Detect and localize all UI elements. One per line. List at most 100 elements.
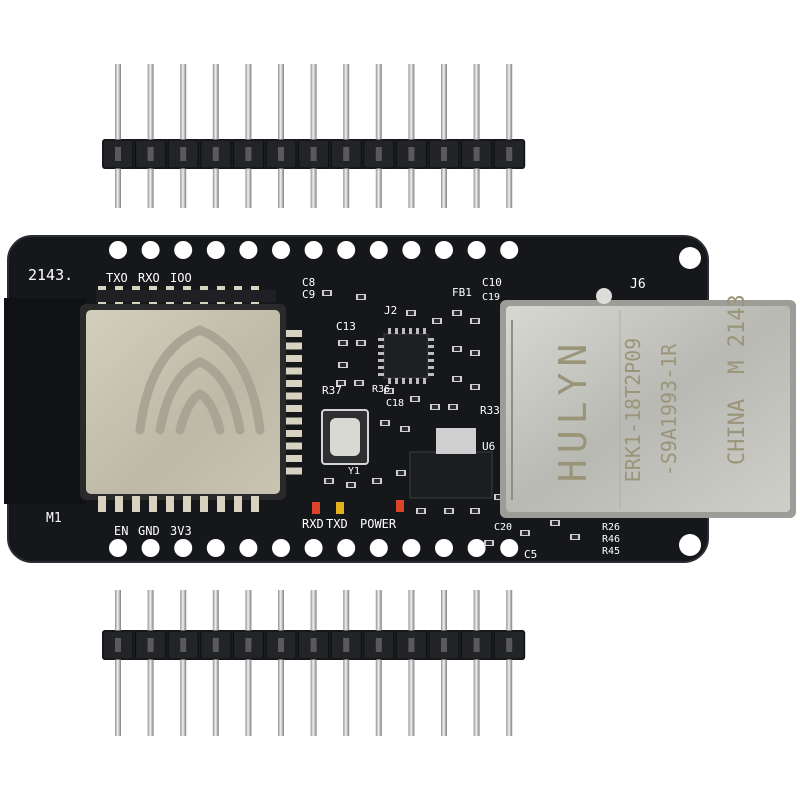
smd-body — [572, 535, 578, 539]
module-pad — [132, 496, 140, 512]
silk-r33: R33 — [480, 404, 500, 417]
header-pin-through — [245, 638, 252, 652]
pcb-board: HULYN ERK1-18T2P09 -S9A1993-1R CHINA M 2… — [4, 235, 796, 563]
voltage-regulator — [409, 451, 493, 499]
rj45-origin: CHINA — [725, 399, 750, 465]
header-pin-through — [343, 147, 350, 161]
header-pin-through — [310, 147, 317, 161]
smd-body — [412, 397, 418, 401]
ic-pin — [395, 328, 398, 334]
component-area — [312, 290, 580, 546]
smd-body — [472, 351, 478, 355]
module-pad — [234, 496, 242, 512]
silk-c9: C9 — [302, 288, 315, 301]
ic-pin — [402, 378, 405, 384]
ic-pin — [416, 378, 419, 384]
smd-body — [522, 531, 528, 535]
silk-r46: R46 — [602, 534, 620, 545]
solder-pad — [467, 241, 486, 259]
ic-pin — [378, 373, 384, 376]
led-power — [396, 500, 404, 512]
smd-body — [454, 377, 460, 381]
ic-pin — [416, 328, 419, 334]
smd-body — [496, 495, 502, 499]
smd-body — [348, 483, 354, 487]
solder-pad — [369, 241, 388, 259]
silk-j2: J2 — [384, 304, 397, 317]
module-pad — [286, 355, 302, 362]
silk-txo: TXO — [106, 271, 128, 285]
module-pad — [115, 496, 123, 512]
silk-c8: C8 — [302, 276, 315, 289]
header-pin — [180, 590, 187, 736]
smd-body — [472, 509, 478, 513]
header-pin — [115, 590, 121, 736]
module-pad — [286, 455, 302, 462]
smd-body — [432, 405, 438, 409]
module-pad — [286, 367, 302, 375]
solder-pad — [467, 539, 486, 557]
header-pin-through — [245, 147, 252, 161]
pad-row-bottom — [109, 539, 519, 557]
silk-r45: R45 — [602, 546, 620, 557]
ic-pin — [388, 378, 391, 384]
silk-r36: R36 — [372, 384, 390, 395]
mounting-hole — [679, 247, 701, 269]
header-pin — [278, 590, 284, 736]
silk-c5: C5 — [524, 548, 537, 561]
solder-pad — [435, 241, 453, 259]
solder-pad — [206, 241, 225, 259]
smd-body — [374, 479, 380, 483]
header-pin-through — [278, 147, 284, 161]
header-pin-through — [115, 147, 121, 161]
module-pad — [166, 496, 174, 512]
smd-body — [418, 509, 424, 513]
smd-body — [402, 427, 408, 431]
header-pin-through — [115, 638, 121, 652]
header-pin-through — [375, 638, 382, 652]
smd-body — [324, 291, 330, 295]
header-pin — [506, 64, 513, 208]
solder-pad — [304, 539, 323, 557]
header-pin-through — [147, 638, 154, 652]
silk-c13: C13 — [336, 320, 356, 333]
silk-en: EN — [114, 524, 128, 538]
ic-pin — [378, 352, 384, 355]
module-pad — [286, 442, 302, 450]
header-pin-through — [278, 638, 284, 652]
module-pad — [183, 496, 191, 512]
header-pin-through — [506, 147, 513, 161]
header-pin-through — [441, 638, 447, 652]
solder-pad — [435, 539, 453, 557]
silk-date-code: 2143. — [28, 266, 73, 284]
smd-body — [356, 381, 362, 385]
header-pin — [375, 64, 382, 208]
silk-3v3: 3V3 — [170, 524, 192, 538]
solder-pad — [304, 241, 323, 259]
solder-pad — [272, 539, 290, 557]
smd-body — [326, 479, 332, 483]
led-txd — [336, 502, 344, 514]
header-pin — [441, 64, 447, 208]
ic-pin — [409, 378, 412, 384]
silk-m1: M1 — [46, 511, 62, 526]
header-pin — [343, 64, 350, 208]
module-pad — [286, 430, 302, 437]
solder-pad — [402, 241, 421, 259]
solder-pad — [141, 241, 160, 259]
smd-body — [454, 311, 460, 315]
silk-c18: C18 — [386, 398, 404, 409]
ic-pin — [409, 328, 412, 334]
header-pin — [343, 590, 350, 736]
header-pin — [245, 590, 252, 736]
ic-pin — [402, 328, 405, 334]
header-pin-through — [180, 638, 187, 652]
header-pin-through — [408, 638, 415, 652]
header-pin-through — [408, 147, 415, 161]
header-pin — [180, 64, 187, 208]
header-pin-through — [506, 638, 513, 652]
header-pin — [473, 64, 480, 208]
solder-pad — [206, 539, 225, 557]
solder-pad — [109, 241, 127, 259]
header-pin — [278, 64, 284, 208]
